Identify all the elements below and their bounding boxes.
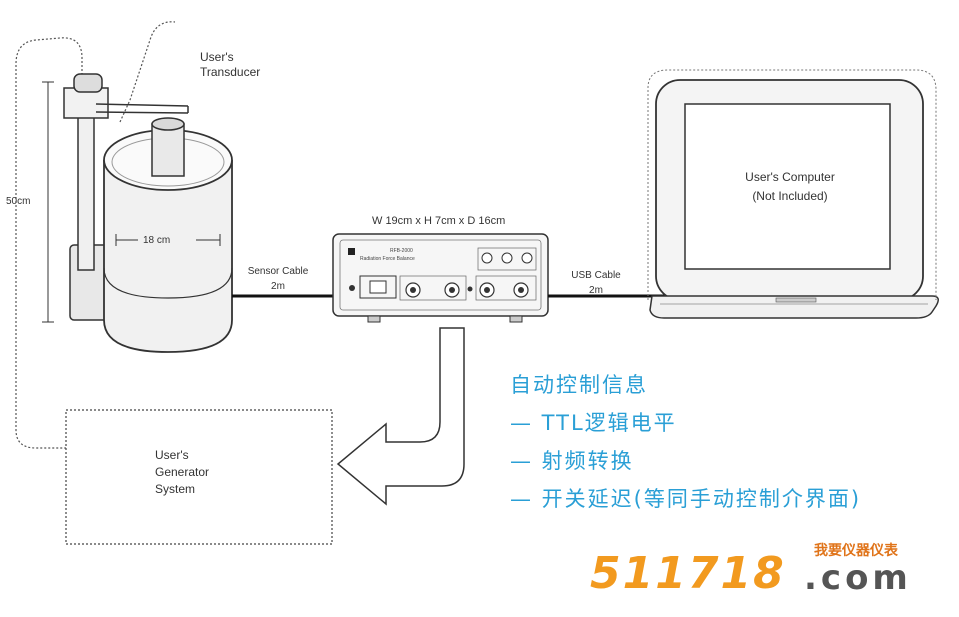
computer-label-line2: (Not Included) <box>752 189 828 203</box>
generator-label: User's Generator System <box>155 447 209 498</box>
usb-cable-label: USB Cable 2m <box>566 268 626 298</box>
usb-cable-line1: USB Cable <box>571 270 621 281</box>
computer-label: User's Computer (Not Included) <box>700 168 880 206</box>
generator-label-line2: Generator <box>155 465 210 479</box>
notes-title: 自动控制信息 <box>510 373 648 397</box>
diameter-label: 18 cm <box>143 235 171 246</box>
watermark-site-name: 我要仪器仪表 <box>814 543 898 559</box>
height-label: 50cm <box>6 196 31 207</box>
notes-item-delay: — 开关延迟(等同手动控制介界面) <box>510 487 862 511</box>
transducer-label-line2: Transducer <box>200 65 261 79</box>
transducer-label-line1: User's <box>200 50 234 64</box>
transducer-cable-loop <box>15 37 83 449</box>
sensor-cable-label: Sensor Cable 2m <box>244 264 312 294</box>
device-dimensions: W 19cm x H 7cm x D 16cm <box>372 215 506 227</box>
control-notes: 自动控制信息 — TTL逻辑电平 — 射频转换 — 开关延迟(等同手动控制介界面… <box>510 366 861 518</box>
watermark-dotcom: .com <box>804 558 912 598</box>
watermark-number: 511718 <box>590 548 786 599</box>
laptop <box>649 79 939 319</box>
sensor-cable-line2: 2m <box>271 281 285 292</box>
generator-label-line1: User's <box>155 448 189 462</box>
usb-cable-line2: 2m <box>589 285 603 296</box>
water-tank <box>103 117 233 353</box>
generator-box <box>65 409 333 545</box>
height-dimension <box>42 81 54 323</box>
site-watermark: 511718 .com 我要仪器仪表 <box>590 540 955 610</box>
generator-label-line3: System <box>155 482 196 496</box>
notes-item-ttl: — TTL逻辑电平 <box>510 411 677 435</box>
control-arrow <box>336 327 465 506</box>
device-subtitle: Radiation Force Balance <box>360 256 415 262</box>
notes-item-rf: — 射频转换 <box>510 449 634 473</box>
sensor-cable-line1: Sensor Cable <box>247 266 309 277</box>
rfb-device <box>332 233 549 323</box>
transducer-cable-top <box>119 21 176 123</box>
computer-label-line1: User's Computer <box>745 170 835 184</box>
transducer-label: User's Transducer <box>200 50 260 80</box>
device-model: RFB-2000 <box>390 248 413 254</box>
